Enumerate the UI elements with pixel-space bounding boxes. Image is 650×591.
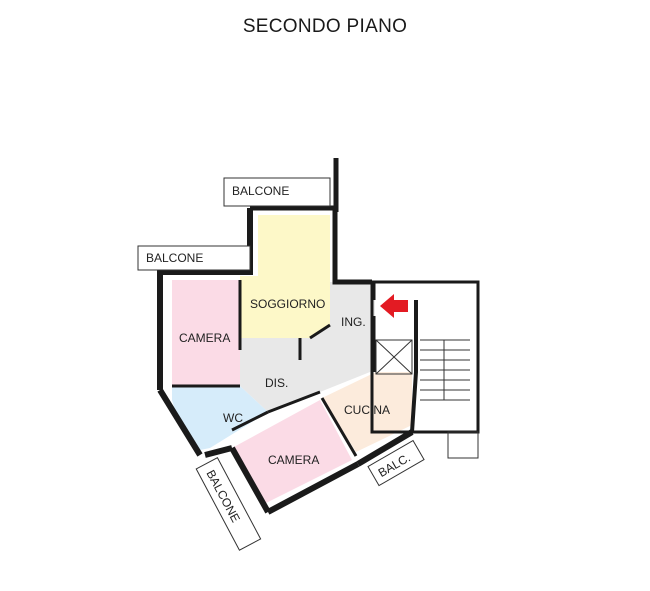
label-ing: ING. [341,315,366,329]
balcony-small: BALC. [367,439,425,487]
room-camera-2 [232,400,352,505]
room-wc [172,386,268,450]
room-ingresso [330,282,372,370]
svg-text:BALCONE: BALCONE [146,251,203,265]
svg-text:BALCONE: BALCONE [232,184,289,198]
label-cucina: CUCINA [344,403,390,417]
balcony-left: BALCONE [137,245,251,271]
walls [157,158,480,515]
label-camera-2: CAMERA [268,453,319,467]
inner-walls [172,280,376,457]
room-camera-1 [172,280,240,386]
room-soggiorno [240,215,330,338]
label-camera-1: CAMERA [179,331,230,345]
arrow-left-icon [380,294,408,318]
label-dis: DIS. [265,376,288,390]
balcony-top: BALCONE [223,177,331,207]
stairwell [375,339,479,459]
floor-title: SECONDO PIANO [242,16,408,37]
label-wc: WC [223,411,243,425]
label-soggiorno: SOGGIORNO [250,297,325,311]
